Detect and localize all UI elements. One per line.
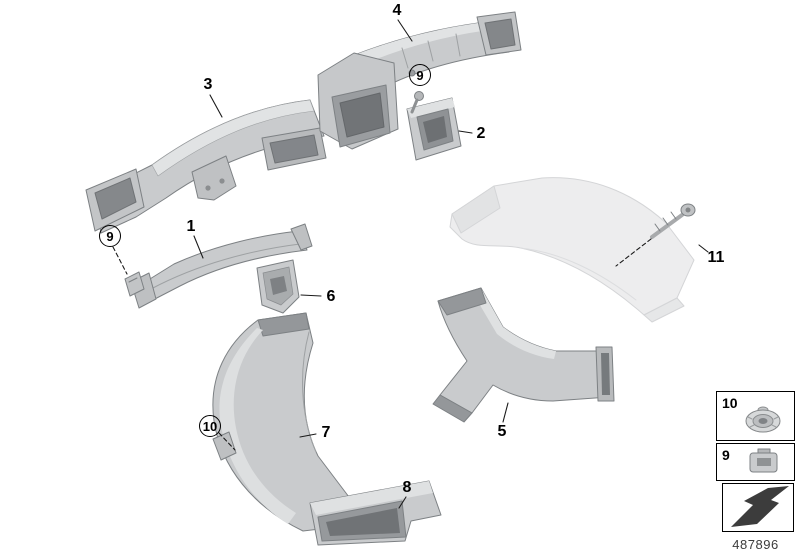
clip-icon-left [124, 271, 145, 297]
callout-1: 1 [186, 218, 196, 235]
callout-10: 10 [199, 415, 221, 437]
callout-4: 4 [392, 2, 402, 19]
duct-part-8 [309, 480, 442, 546]
callout-7: 7 [321, 424, 331, 441]
legend-item-clip: 9 [716, 443, 795, 481]
callout-9-left: 9 [99, 225, 121, 247]
legend-label-10: 10 [722, 395, 738, 411]
sensor-part-11 [650, 203, 696, 239]
duct-part-7 [212, 312, 361, 533]
duct-part-3 [85, 99, 327, 234]
bracket-part-6 [256, 259, 300, 314]
ghost-carrier-duct [449, 177, 695, 323]
callout-11: 11 [707, 249, 725, 266]
callout-6: 6 [326, 288, 336, 305]
leader-lines [112, 19, 709, 509]
screw-icon-top [410, 91, 424, 114]
duct-part-4 [317, 11, 522, 150]
legend-label-9: 9 [722, 447, 730, 463]
legend-item-hatched [722, 483, 794, 532]
grommet-icon [745, 406, 781, 433]
callout-9-top: 9 [409, 64, 431, 86]
duct-part-5 [432, 287, 615, 423]
callout-3: 3 [203, 76, 213, 93]
callout-8: 8 [402, 479, 412, 496]
callout-2: 2 [476, 125, 486, 142]
clip-icon [749, 448, 778, 473]
duct-part-2 [406, 97, 462, 161]
callout-5: 5 [497, 423, 507, 440]
drawing-number: 487896 [732, 537, 779, 552]
legend-item-grommet: 10 [716, 391, 795, 441]
hatched-panel-icon [731, 486, 789, 527]
